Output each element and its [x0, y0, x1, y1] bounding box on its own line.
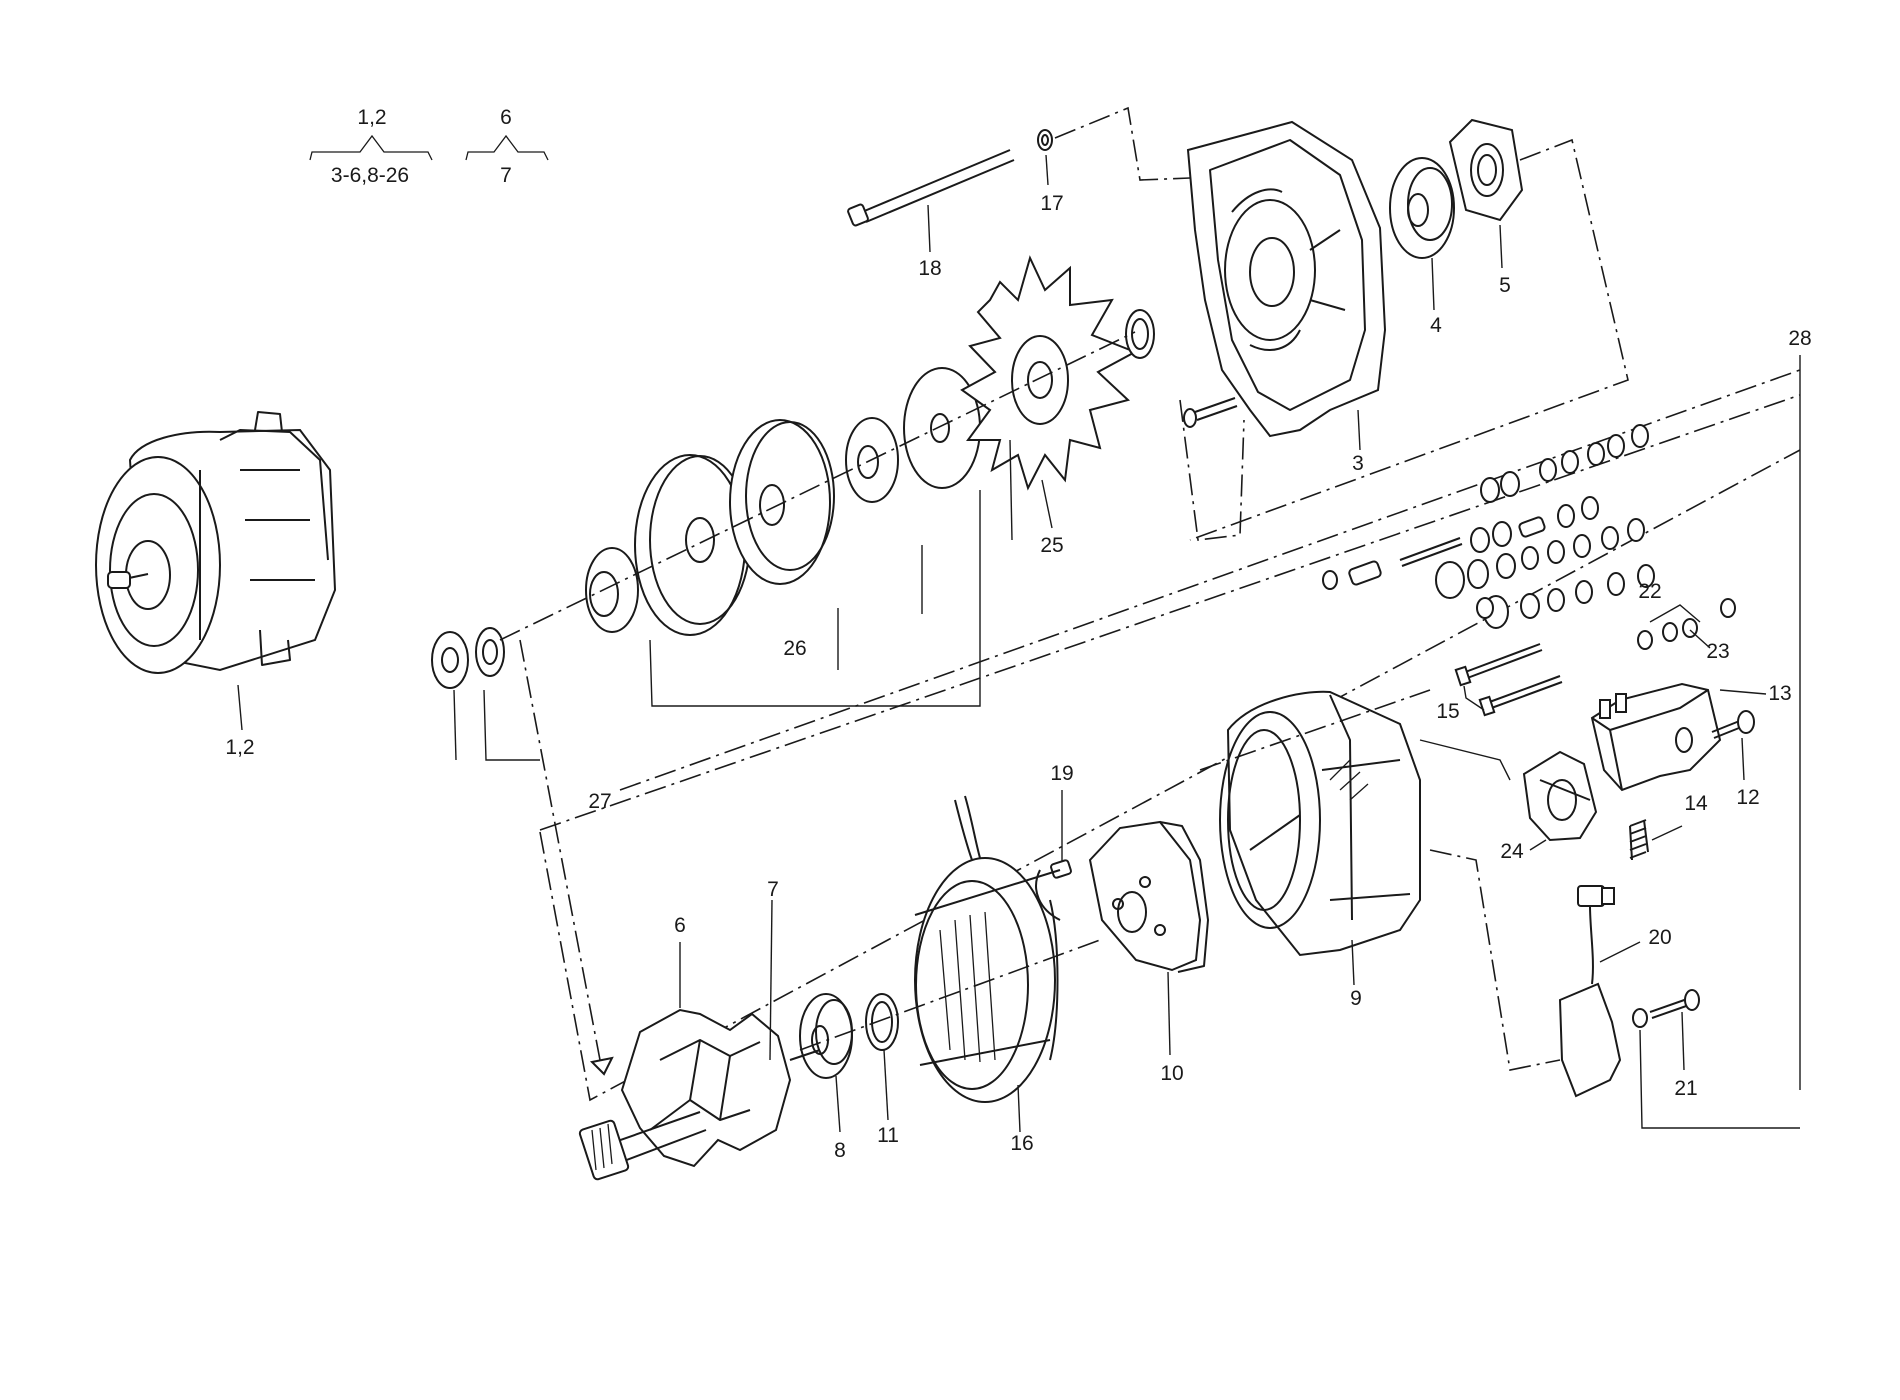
callout-6: 6 [674, 914, 686, 937]
callout-7: 7 [767, 878, 779, 901]
callout-9: 9 [1350, 987, 1362, 1010]
part-25-fan [960, 255, 1138, 491]
part-18-through-bolt [847, 149, 1015, 227]
callout-27: 27 [588, 790, 611, 813]
callout-16: 16 [1010, 1132, 1033, 1155]
part-8-bearing [799, 993, 853, 1079]
callout-12: 12 [1736, 786, 1759, 809]
callout-17: 17 [1040, 192, 1063, 215]
part-15-terminals [1454, 643, 1563, 717]
callout-25: 25 [1040, 534, 1063, 557]
part-4-bearing [1389, 157, 1455, 259]
part-27-nut-washer [431, 627, 505, 689]
part-16-stator [914, 795, 1061, 1103]
part-20-suppressor [1558, 885, 1622, 1098]
part-19-screw [1050, 859, 1072, 879]
legend-a-parent: 1,2 [357, 106, 386, 129]
part-17-washer [1037, 129, 1053, 151]
part-24-brush-holder [1522, 750, 1598, 842]
part-13-regulator [1590, 682, 1722, 792]
legend-group-a: 1,2 3-6,8-26 [309, 106, 433, 187]
callout-19: 19 [1050, 762, 1073, 785]
part-9-rear-housing [1219, 690, 1421, 957]
part-5-bearing-plate [1448, 118, 1524, 222]
part-14-spring [1629, 819, 1649, 861]
callout-26: 26 [783, 637, 806, 660]
part-11-ring [865, 993, 899, 1051]
callout-20: 20 [1648, 926, 1671, 949]
part-12-screw [1711, 710, 1755, 739]
legend-b-parent: 6 [500, 106, 512, 129]
part-26-pulley-second [729, 419, 835, 585]
callout-15: 15 [1436, 700, 1459, 723]
callout-23: 23 [1706, 640, 1729, 663]
legend-group-b: 6 7 [465, 106, 549, 187]
callout-4: 4 [1430, 314, 1442, 337]
callout-10: 10 [1160, 1062, 1183, 1085]
callout-11: 11 [877, 1124, 899, 1147]
callout-28: 28 [1788, 327, 1811, 350]
hardware-cluster [1322, 424, 1736, 650]
part-21-screw [1632, 989, 1700, 1028]
callout-21: 21 [1674, 1077, 1697, 1100]
legend-a-children: 3-6,8-26 [331, 164, 409, 187]
callout-22: 22 [1638, 580, 1661, 603]
part-6-rotor [578, 1008, 821, 1181]
alternator-assembly [95, 411, 337, 674]
callout-14: 14 [1684, 792, 1708, 815]
callout-18: 18 [918, 257, 941, 280]
callout-1-2: 1,2 [225, 736, 254, 759]
legend-b-children: 7 [500, 164, 512, 187]
part-3-drive-end-housing [1186, 120, 1387, 438]
part-spacer-ring-upper [1125, 309, 1155, 359]
callout-13: 13 [1768, 682, 1791, 705]
part-26-bearing [585, 547, 639, 633]
callout-8: 8 [834, 1139, 846, 1162]
part-10-rectifier [1088, 820, 1209, 973]
callout-5: 5 [1499, 274, 1511, 297]
callout-3: 3 [1352, 452, 1364, 475]
part-small-bolt [1183, 397, 1238, 428]
callout-24: 24 [1500, 840, 1524, 863]
